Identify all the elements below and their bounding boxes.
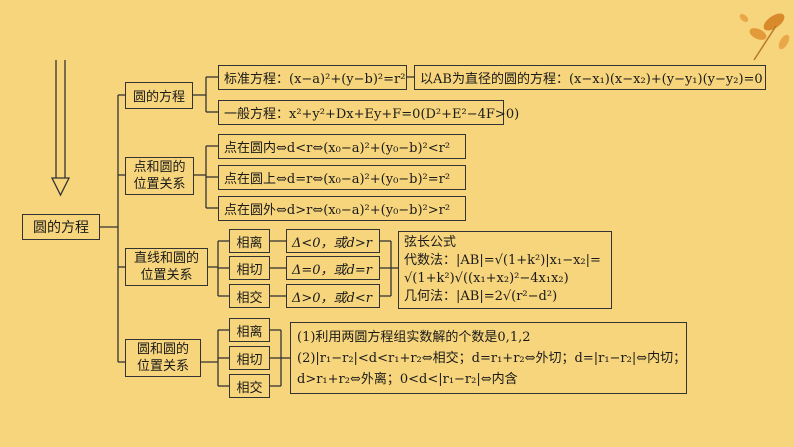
circle-relation-detail: (1)利用两圆方程组实数解的个数是0,1,2 (2)|r₁−r₂|<d<r₁+r… [290, 322, 687, 394]
point-circle-node: 点和圆的 位置关系 [125, 157, 194, 195]
general-equation: 一般方程：x²+y²+Dx+Ey+F=0(D²+E²−4F>0) [218, 100, 504, 125]
cond-tangent: Δ=0，或d=r [286, 256, 380, 280]
chord-geometric: 几何法：|AB|=2√(r²−d²) [404, 288, 606, 306]
chord-algebraic-1: 代数法：|AB|=√(1+k²)|x₁−x₂|= [404, 252, 606, 270]
chord-title: 弦长公式 [404, 234, 606, 252]
equation-node: 圆的方程 [125, 82, 193, 109]
point-outside: 点在圆外⇔d>r⇔(x₀−a)²+(y₀−b)²>r² [218, 196, 466, 221]
circle-circle-node: 圆和圆的 位置关系 [125, 339, 201, 377]
detail-line-1: (1)利用两圆方程组实数解的个数是0,1,2 [297, 327, 680, 348]
line-separate: 相离 [229, 229, 270, 253]
line-circle-node: 直线和圆的 位置关系 [125, 248, 208, 286]
circles-intersect: 相交 [229, 374, 270, 398]
line-tangent: 相切 [229, 256, 270, 280]
circle-circle-label-1: 圆和圆的 [129, 341, 197, 358]
circles-separate: 相离 [229, 318, 270, 342]
detail-line-3: d>r₁+r₂⇔外离；0<d<|r₁−r₂|⇔内含 [297, 369, 680, 390]
point-circle-label-2: 位置关系 [129, 176, 190, 193]
chord-length-box: 弦长公式 代数法：|AB|=√(1+k²)|x₁−x₂|= √(1+k²)√((… [398, 231, 612, 309]
point-inside: 点在圆内⇔d<r⇔(x₀−a)²+(y₀−b)²<r² [218, 134, 466, 159]
line-circle-label-1: 直线和圆的 [129, 250, 204, 267]
cond-separate: Δ<0，或d>r [286, 229, 380, 253]
detail-line-2: (2)|r₁−r₂|<d<r₁+r₂⇔相交；d=r₁+r₂⇔外切；d=|r₁−r… [297, 348, 680, 369]
line-circle-label-2: 位置关系 [129, 267, 204, 284]
point-on: 点在圆上⇔d=r⇔(x₀−a)²+(y₀−b)²=r² [218, 165, 466, 190]
diameter-equation: 以AB为直径的圆的方程：(x−x₁)(x−x₂)+(y−y₁)(y−y₂)=0 [414, 65, 766, 90]
point-circle-label-1: 点和圆的 [129, 159, 190, 176]
line-intersect: 相交 [229, 284, 270, 308]
chord-algebraic-2: √(1+k²)√((x₁+x₂)²−4x₁x₂) [404, 270, 606, 288]
cond-intersect: Δ>0，或d<r [286, 284, 380, 308]
standard-equation: 标准方程：(x−a)²+(y−b)²=r² [218, 65, 407, 90]
circles-tangent: 相切 [229, 346, 270, 370]
root-node: 圆的方程 [22, 214, 100, 240]
circle-circle-label-2: 位置关系 [129, 358, 197, 375]
